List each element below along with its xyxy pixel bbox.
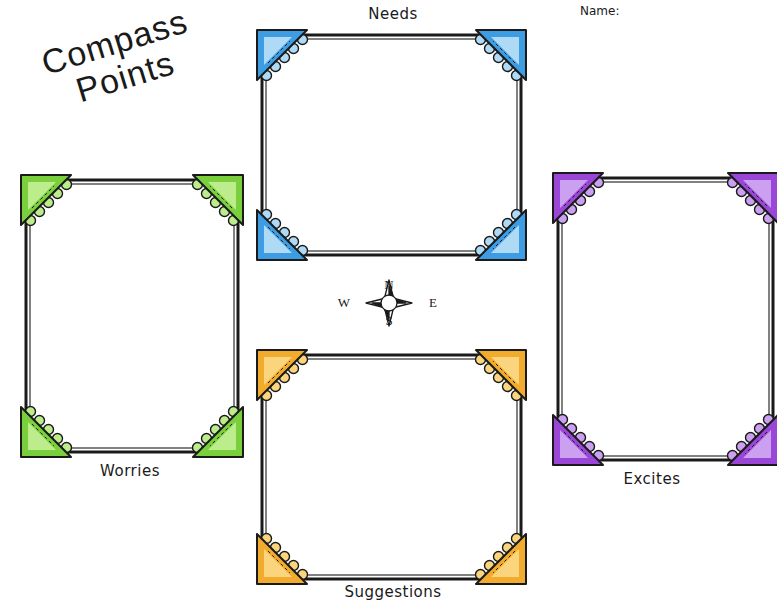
compass-box: Excites — [535, 162, 777, 497]
box-frame — [255, 4, 531, 266]
compass-box: Suggestions — [255, 340, 531, 601]
compass-letter: W — [338, 295, 350, 311]
box-frame — [255, 340, 531, 601]
compass-box: Worries — [6, 164, 256, 494]
compass-letter: E — [429, 295, 437, 311]
box-heading: Needs — [368, 5, 418, 23]
compass-box: Needs — [255, 4, 531, 266]
box-frame — [535, 162, 777, 497]
box-heading: Worries — [100, 462, 160, 480]
box-frame — [6, 164, 256, 494]
box-heading: Excites — [624, 470, 681, 488]
box-heading: Suggestions — [344, 583, 441, 601]
compass-letter: S — [385, 313, 392, 329]
worksheet-title: Compass Points — [35, 3, 205, 117]
name-field: Name: — [580, 4, 619, 18]
compass-letter: N — [384, 277, 393, 293]
